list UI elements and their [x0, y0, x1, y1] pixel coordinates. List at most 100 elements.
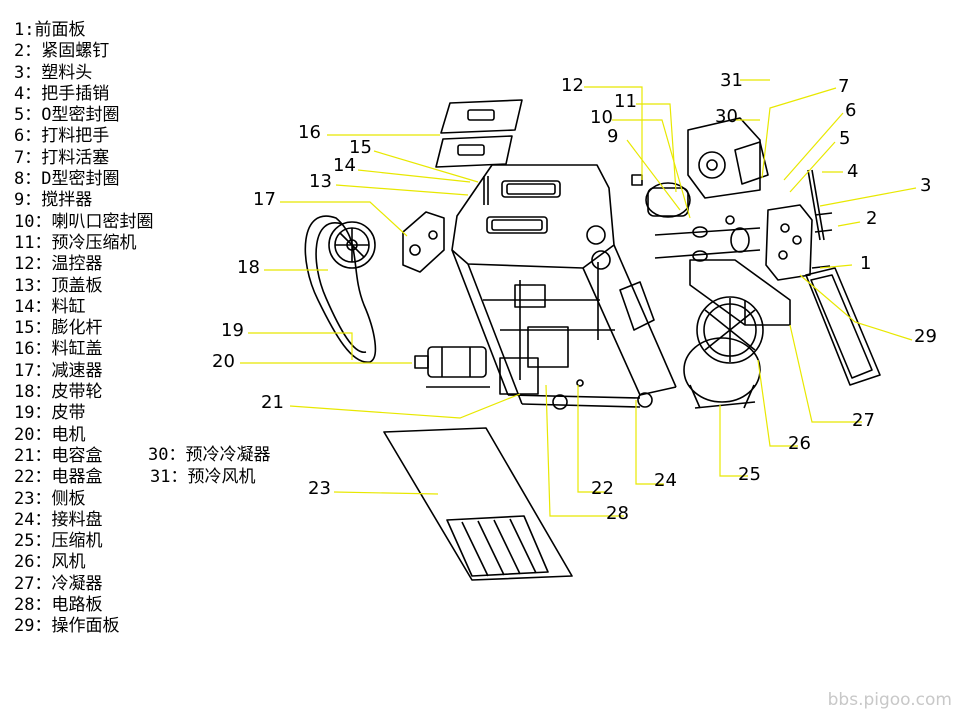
callout-leader-line	[636, 103, 677, 193]
callout-10: 10	[590, 107, 613, 128]
callout-leader-line	[626, 139, 681, 211]
callout-leader-line	[819, 187, 917, 207]
legend-item: 19：皮带	[14, 403, 153, 424]
callout-26: 26	[788, 433, 811, 454]
reducer-part	[402, 211, 445, 273]
legend-label: 前面板	[34, 20, 86, 40]
legend-label: 温控器	[51, 254, 103, 275]
legend-sep: ：	[34, 445, 52, 466]
legend-item: 13：顶盖板	[14, 276, 153, 297]
legend-label: 料缸盖	[51, 339, 103, 360]
legend-sep: ：	[24, 169, 42, 190]
legend-num: 17	[14, 360, 35, 381]
legend-item: 14：料缸	[14, 297, 153, 318]
legend-num: 11	[14, 232, 35, 253]
legend-item: 16：料缸盖	[14, 339, 153, 360]
callout-19: 19	[221, 320, 244, 341]
callout-leader-line	[837, 221, 861, 227]
legend-num: 3	[14, 62, 25, 83]
legend-sep: ：	[24, 62, 42, 83]
legend-item: 29：操作面板	[14, 616, 153, 637]
legend-label: 把手插销	[41, 83, 110, 104]
legend-label: 冷凝器	[51, 573, 103, 594]
legend-sep: ：	[34, 403, 52, 424]
legend-sep: ：	[34, 467, 52, 488]
legend-sep: ：	[170, 467, 188, 487]
belt-pulley-part	[304, 215, 377, 363]
legend-num: 9	[14, 190, 25, 211]
legend-item: 11：预冷压缩机	[14, 233, 153, 254]
legend-label: D型密封圈	[41, 169, 120, 190]
legend-sep: ：	[168, 445, 186, 465]
legend-label: 预冷冷凝器	[185, 445, 271, 465]
legend-sep: ：	[24, 147, 42, 168]
callout-leader-line	[357, 169, 471, 183]
front-panel-assembly-part	[765, 169, 833, 281]
motor-part	[414, 346, 490, 388]
legend-item: 18：皮带轮	[14, 382, 153, 403]
legend-label: 压缩机	[51, 531, 103, 552]
legend-item: 4：把手插销	[14, 84, 153, 105]
legend-item: 21：电容盒	[14, 446, 153, 467]
legend-sep: ：	[34, 318, 52, 339]
legend-num: 25	[14, 531, 35, 552]
legend-num: 2	[14, 41, 25, 62]
legend-label: 膨化杆	[51, 318, 103, 339]
legend-sep: ：	[24, 83, 42, 104]
legend-sep: ：	[34, 211, 52, 232]
callout-leader-line	[719, 405, 748, 477]
legend-item: 26：风机	[14, 552, 153, 573]
legend-num: 29	[14, 616, 35, 637]
callout-leader-line	[635, 400, 664, 485]
callout-leader-line	[789, 324, 862, 423]
legend-item: 20：电机	[14, 425, 153, 446]
legend-item: 12：温控器	[14, 254, 153, 275]
legend-num: 19	[14, 403, 35, 424]
legend-sep: ：	[24, 190, 42, 211]
legend-sep: ：	[34, 339, 52, 360]
top-cover-part	[451, 164, 615, 269]
legend-sep: ：	[34, 509, 52, 530]
precooling-fan-part	[687, 117, 769, 199]
callout-18: 18	[237, 257, 260, 278]
legend-label: 电容盒	[51, 445, 103, 466]
watermark: bbs.pigoo.com	[827, 690, 952, 710]
legend-sep: ：	[34, 382, 52, 403]
legend-num: 18	[14, 382, 35, 403]
legend-label: 皮带轮	[51, 382, 103, 403]
callout-5: 5	[839, 128, 851, 149]
callout-25: 25	[738, 464, 761, 485]
legend-num: 28	[14, 595, 35, 616]
legend-item: 25：压缩机	[14, 531, 153, 552]
legend-label: 打料把手	[41, 126, 110, 147]
precooling-compressor-part	[631, 174, 691, 218]
legend-label: 料缸	[51, 296, 86, 317]
operation-panel-part	[805, 267, 881, 386]
callout-14: 14	[333, 155, 356, 176]
callout-leader-line	[783, 112, 844, 181]
legend-num: 13	[14, 275, 35, 296]
legend-num: 1	[14, 20, 25, 40]
legend-label: O型密封圈	[41, 105, 120, 126]
legend-num: 4	[14, 83, 25, 104]
legend-label: 电路板	[51, 595, 103, 616]
legend-num: 16	[14, 339, 35, 360]
legend-num: 10	[14, 211, 35, 232]
legend-item: 23：侧板	[14, 489, 153, 510]
legend-item-31: 31：预冷风机	[150, 462, 255, 487]
legend-label: 接料盘	[51, 509, 103, 530]
legend-sep: :	[24, 20, 35, 40]
callout-leader-line	[757, 359, 798, 447]
callout-23: 23	[308, 478, 331, 499]
callout-leader-line	[373, 150, 479, 183]
legend-label: 紧固螺钉	[41, 41, 110, 62]
legend-sep: ：	[34, 573, 52, 594]
callout-leader-line	[761, 87, 837, 179]
legend-item: 6：打料把手	[14, 126, 153, 147]
legend-num: 30	[148, 445, 169, 465]
legend-label: 操作面板	[51, 616, 120, 637]
beater-part	[654, 215, 761, 262]
legend-item: 17：减速器	[14, 361, 153, 382]
legend-sep: ：	[34, 360, 52, 381]
legend-sep: ：	[34, 232, 52, 253]
